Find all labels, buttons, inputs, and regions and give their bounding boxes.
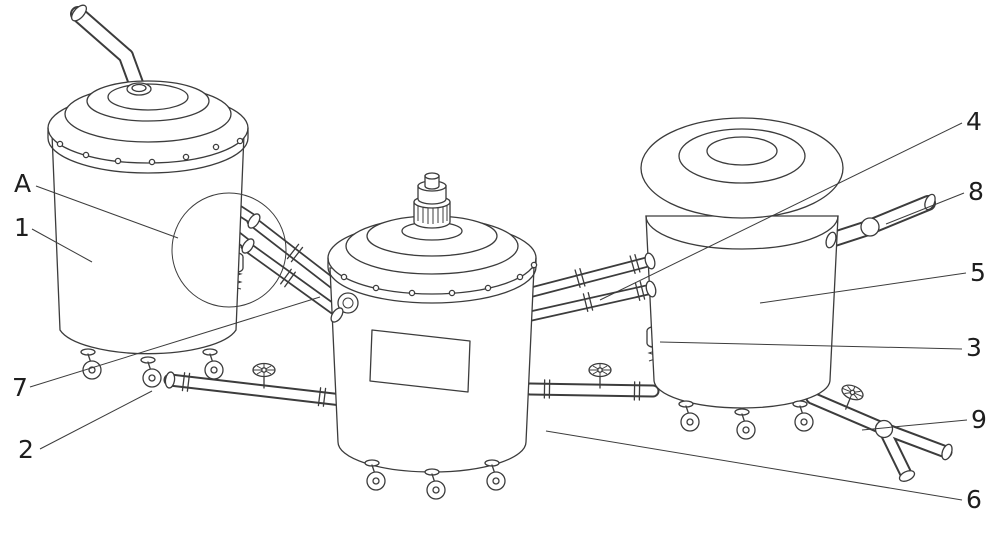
leader-8 xyxy=(885,192,965,225)
leader-3 xyxy=(659,341,963,350)
lid-bolts-left xyxy=(56,137,244,166)
leader-4 xyxy=(599,122,963,301)
label-7: 7 xyxy=(12,373,28,402)
outlet-pipe-right xyxy=(820,192,938,249)
motor-ribs xyxy=(417,203,448,224)
leader-2 xyxy=(39,390,153,450)
leader-5 xyxy=(759,272,967,304)
tank-left xyxy=(47,80,249,388)
tank-right-body xyxy=(645,215,839,409)
label-8: 8 xyxy=(968,177,984,206)
leader-A xyxy=(35,185,179,239)
label-9: 9 xyxy=(971,405,987,434)
tank-wall-ports xyxy=(328,230,839,325)
inlet-pipe-top-left xyxy=(70,4,145,94)
caster xyxy=(792,400,814,432)
caster xyxy=(140,356,162,388)
reference-labels: A 1 7 2 4 8 5 3 9 6 xyxy=(12,107,987,514)
caster xyxy=(484,459,506,491)
detail-a-circle xyxy=(171,192,287,308)
pipes-middle-to-right xyxy=(525,254,664,383)
caster xyxy=(202,348,224,380)
label-3: 3 xyxy=(966,333,982,362)
side-port-middle-tank xyxy=(337,292,359,314)
pipes-left-to-middle xyxy=(226,203,350,319)
leader-6 xyxy=(545,430,963,501)
caster xyxy=(734,408,756,440)
bottom-pipe-left xyxy=(163,362,349,407)
motor-assembly xyxy=(401,172,463,241)
bottom-pipe-middle xyxy=(523,362,660,401)
leader-1 xyxy=(31,228,93,263)
label-4: 4 xyxy=(966,107,982,136)
bottom-pipe-right xyxy=(805,381,955,485)
leader-lines xyxy=(29,122,968,501)
pipe-elbow xyxy=(860,217,880,237)
label-1: 1 xyxy=(14,213,30,242)
tank-middle xyxy=(327,172,538,500)
leader-7 xyxy=(29,296,321,388)
front-panel xyxy=(369,329,471,393)
label-A: A xyxy=(14,169,31,198)
label-5: 5 xyxy=(970,258,986,287)
caster xyxy=(424,468,446,500)
tank-left-body xyxy=(51,133,245,355)
label-2: 2 xyxy=(18,435,34,464)
leader-9 xyxy=(861,419,968,431)
caster xyxy=(80,348,102,380)
tank-middle-body xyxy=(329,267,535,473)
tank-right xyxy=(640,117,844,440)
lid-bolts-middle xyxy=(340,261,538,297)
pipe-cut-end xyxy=(70,4,88,22)
pipe-elbow xyxy=(874,419,894,439)
caster xyxy=(678,400,700,432)
label-6: 6 xyxy=(966,485,982,514)
tank-right-dome xyxy=(640,117,844,219)
